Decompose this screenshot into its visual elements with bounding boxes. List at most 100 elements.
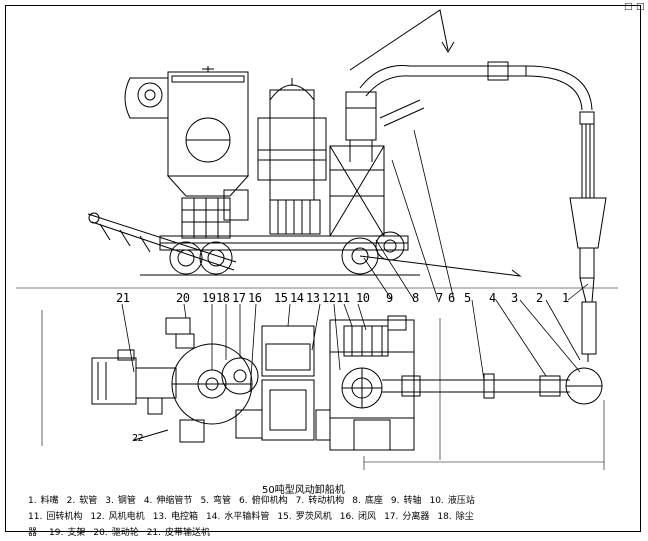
legend-item: 1.料嘴: [28, 493, 67, 506]
legend-number: 2.: [66, 496, 76, 506]
chassis: [159, 145, 409, 251]
window-control-icon[interactable]: □: [624, 2, 633, 12]
callout-label: 9: [386, 291, 393, 305]
legend-number: 1.: [28, 496, 37, 506]
legend-label: 水平输料管: [224, 512, 270, 522]
exhaust-fan: [124, 77, 169, 119]
access-ramp: [359, 255, 522, 277]
legend-number: 3.: [105, 496, 114, 506]
plan-view-leaders: [121, 303, 367, 393]
legend-label: 风机电机: [108, 512, 145, 522]
legend-label: 罗茨风机: [295, 512, 332, 522]
legend-number: 15.: [277, 512, 292, 522]
belt-conveyor-side: [87, 212, 237, 271]
belt-conveyor-plan: [91, 349, 177, 415]
callout-label: 21: [116, 291, 130, 305]
legend-label: 回转机构: [46, 512, 83, 522]
legend-item: 12.风机电机: [90, 509, 152, 522]
legend-number: 器: [28, 528, 38, 538]
legend-item: 11.回转机构: [28, 509, 90, 522]
legend-number: 19.: [49, 528, 64, 538]
legend-item: 6.俯仰机构: [239, 493, 296, 506]
legend-item: 10.液压站: [429, 493, 482, 506]
legend-number: 16.: [339, 512, 355, 522]
callout-label: 1: [562, 291, 569, 305]
legend-item: 9.转轴: [391, 493, 430, 506]
callout-label: 11: [336, 291, 350, 305]
callout-label: 4: [489, 291, 496, 305]
legend-label: 软管: [79, 496, 98, 506]
legend-number: 14.: [206, 512, 221, 522]
legend-label: 闭风: [358, 512, 377, 522]
callout-label: 13: [306, 291, 320, 305]
legend-label: 驱动轮: [111, 528, 139, 538]
legend-number: 20.: [93, 528, 108, 538]
legend-item: 8.底座: [352, 493, 391, 506]
legend-number: 18.: [437, 512, 452, 522]
callout-label: 3: [511, 291, 518, 305]
callout-label: 20: [176, 291, 190, 305]
legend-item: 7.转动机构: [296, 493, 353, 506]
legend-label: 底座: [364, 496, 383, 506]
callout-label: 10: [356, 291, 370, 305]
callout-label: 19: [202, 291, 216, 305]
legend-item: 3.钢管: [105, 493, 144, 506]
legend-label: 除尘: [455, 512, 474, 522]
callout-label: 18: [216, 291, 230, 305]
drawing-frame: [5, 5, 641, 532]
legend-number: 5.: [200, 496, 210, 506]
legend-item: 17.分离器: [384, 509, 437, 522]
side-view-leaders: [363, 129, 589, 381]
legend-number: 12.: [90, 512, 105, 522]
legend-number: 9.: [390, 496, 400, 506]
callout-label: 17: [232, 291, 246, 305]
legend-label: 转轴: [403, 496, 422, 506]
legend-item: 4.伸缩管节: [144, 493, 201, 506]
legend-item: 20.驱动轮: [93, 525, 146, 538]
legend-label: 支架: [67, 528, 86, 538]
legend-number: 8.: [352, 496, 361, 506]
callout-label: 2: [536, 291, 543, 305]
dust-collector-hopper: [166, 66, 250, 197]
legend-number: 7.: [295, 496, 305, 506]
legend-number: 11.: [28, 512, 43, 522]
legend-item: 19.支架: [49, 525, 93, 538]
legend-item: 16.闭风: [340, 509, 384, 522]
rear-frame-plan: [329, 315, 415, 451]
legend-label: 料嘴: [40, 496, 59, 506]
legend-item: 13.电控箱: [153, 509, 206, 522]
callout-label: 8: [412, 291, 419, 305]
conveying-pipe-plan: [382, 367, 603, 405]
callout-label: 6: [448, 291, 455, 305]
legend-item: 15.罗茨风机: [277, 509, 339, 522]
drawing-title: 50吨型风动卸船机: [262, 485, 345, 496]
legend-item: 5.弯管: [200, 493, 239, 506]
legend-item: 器: [28, 525, 49, 538]
legend-item: 2.软管: [67, 493, 106, 506]
legend-number: 6.: [239, 496, 248, 506]
legend-item: 21.皮带输送机: [147, 525, 218, 538]
legend-label: 伸缩管节: [156, 496, 193, 506]
legend-label: 俯仰机构: [251, 496, 288, 506]
legend-label: 分离器: [402, 512, 430, 522]
callout-label: 12: [322, 291, 336, 305]
legend-number: 13.: [152, 512, 168, 522]
drive-motor: [181, 189, 249, 239]
callout-label: 7: [436, 291, 443, 305]
legend-label: 皮带输送机: [165, 528, 211, 538]
legend-label: 液压站: [447, 496, 475, 506]
callout-label: 14: [290, 291, 304, 305]
legend-label: 电控箱: [171, 512, 199, 522]
roots-blower: [269, 199, 321, 235]
legend-label: 转动机构: [308, 496, 345, 506]
legend-number: 4.: [143, 496, 153, 506]
legend-number: 17.: [384, 512, 399, 522]
slewing-mast: [345, 9, 455, 162]
